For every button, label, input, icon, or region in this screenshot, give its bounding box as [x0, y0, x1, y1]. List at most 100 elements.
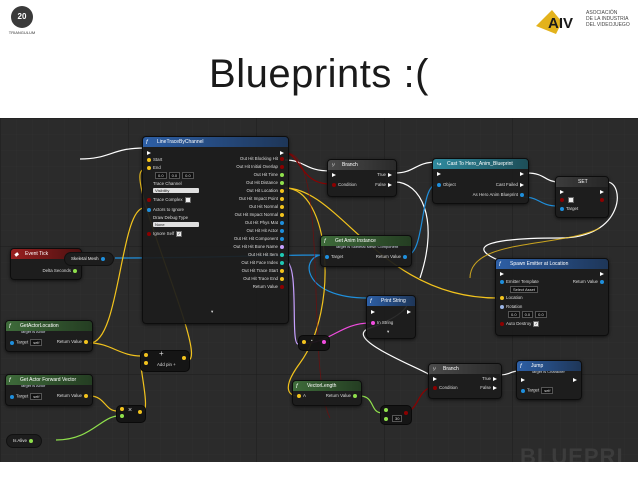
- get-forward-vector-header[interactable]: f Get Actor Forward Vector: [6, 375, 92, 385]
- cast-pin-object[interactable]: Object: [435, 182, 456, 188]
- vector-multiply-node[interactable]: ×: [116, 405, 146, 423]
- spawn-emitter-exec-in[interactable]: [498, 271, 506, 277]
- add-pin-button[interactable]: Add pin +: [157, 362, 176, 367]
- draw-debug-dropdown[interactable]: None: [153, 222, 199, 228]
- out-trace-start[interactable]: Out Hit Trace Start: [242, 268, 286, 274]
- cast-exec-in[interactable]: [435, 171, 443, 177]
- set-exec-in[interactable]: [558, 189, 566, 195]
- get-forward-vector-return[interactable]: Return Value: [57, 393, 90, 399]
- conversion-out[interactable]: [320, 339, 328, 345]
- out-impact-point[interactable]: Out Hit Impact Point: [239, 196, 286, 202]
- cast-failed[interactable]: Cast Failed: [496, 182, 526, 188]
- branch-bottom-node[interactable]: ⑂ Branch Condition True False: [428, 363, 502, 399]
- out-phys-mat[interactable]: Out Hit Phys Mat: [245, 220, 286, 226]
- set-bool-out[interactable]: [598, 197, 606, 203]
- branch-bottom-header[interactable]: ⑂ Branch: [429, 364, 501, 374]
- print-string-header[interactable]: f Print String: [367, 296, 415, 306]
- out-location[interactable]: Out Hit Location: [247, 188, 286, 194]
- bool-var-node[interactable]: Is Alive: [6, 434, 42, 448]
- print-string-exec-in[interactable]: [369, 309, 377, 315]
- event-tick-header[interactable]: ◆ Event Tick: [11, 249, 81, 259]
- line-trace-pin-trace-complex[interactable]: Trace Complex: [145, 197, 191, 203]
- get-actor-location-return[interactable]: Return Value: [57, 339, 90, 345]
- line-trace-exec-in[interactable]: [145, 150, 153, 156]
- out-blocking-hit[interactable]: Out Hit Blocking Hit: [240, 156, 286, 162]
- out-return-value[interactable]: Return Value: [253, 284, 286, 290]
- get-anim-instance-header[interactable]: f Get Anim Instance: [321, 236, 411, 246]
- expand-arrow-icon[interactable]: ▾: [211, 309, 214, 314]
- print-string-exec-out[interactable]: [405, 309, 413, 315]
- branch-bottom-false[interactable]: False: [480, 385, 499, 391]
- compare-out[interactable]: [402, 410, 410, 416]
- set-target[interactable]: Target: [558, 206, 578, 212]
- out-initial-overlap[interactable]: Out Hit Initial Overlap: [236, 164, 286, 170]
- event-tick-delta[interactable]: Delta Seconds: [42, 268, 79, 274]
- spawn-emitter-rotation[interactable]: Rotation: [498, 304, 522, 310]
- out-normal[interactable]: Out Hit Normal: [249, 204, 286, 210]
- cast-header[interactable]: ↪ Cast To Hero_Anim_Blueprint: [433, 159, 528, 169]
- multiply-pin-b[interactable]: [118, 413, 126, 419]
- out-hit-item[interactable]: Out Hit Hit Item: [248, 252, 286, 258]
- jump-exec-out[interactable]: [571, 377, 579, 383]
- cast-as[interactable]: As Hero Anim Blueprint: [473, 192, 526, 198]
- line-trace-pin-end[interactable]: End: [145, 165, 161, 171]
- spawn-emitter-return[interactable]: Return Value: [573, 279, 606, 285]
- out-hit-actor[interactable]: Out Hit Hit Actor: [247, 228, 286, 234]
- trace-channel-dropdown[interactable]: Visibility: [153, 188, 199, 194]
- print-string-in-string[interactable]: In String: [369, 320, 393, 326]
- get-anim-instance-node[interactable]: f Get Anim Instance Target is Skeletal M…: [320, 235, 412, 267]
- line-trace-pin-ignore-self[interactable]: Ignore Self✓: [145, 231, 183, 237]
- branch-top-condition[interactable]: Condition: [330, 182, 357, 188]
- vector-length-node[interactable]: f VectorLength A Return Value: [292, 380, 362, 406]
- branch-bottom-true[interactable]: True: [482, 376, 499, 382]
- line-trace-header[interactable]: f LineTraceByChannel: [143, 137, 288, 147]
- cast-node[interactable]: ↪ Cast To Hero_Anim_Blueprint Object Cas…: [432, 158, 529, 204]
- branch-top-header[interactable]: ⑂ Branch: [328, 160, 396, 170]
- set-exec-out[interactable]: [598, 189, 606, 195]
- out-trace-end[interactable]: Out Hit Trace End: [243, 276, 286, 282]
- get-actor-location-node[interactable]: f GetActorLocation Target is Actor Targe…: [5, 320, 93, 352]
- vector-length-a[interactable]: A: [295, 393, 306, 399]
- spawn-emitter-template-value[interactable]: Select Asset: [508, 286, 539, 293]
- skeletal-mesh-var-node[interactable]: Skeletal Mesh: [64, 252, 114, 266]
- get-actor-location-header[interactable]: f GetActorLocation: [6, 321, 92, 331]
- out-hit-component[interactable]: Out Hit Hit Component: [234, 236, 286, 242]
- set-node[interactable]: SET Target: [555, 176, 609, 218]
- out-bone-name[interactable]: Out Hit Hit Bone Name: [233, 244, 286, 250]
- compare-node[interactable]: 30: [380, 405, 412, 425]
- multiply-out[interactable]: [136, 409, 144, 415]
- compare-pin-b[interactable]: 30: [382, 415, 403, 422]
- get-forward-vector-node[interactable]: f Get Actor Forward Vector Target is Act…: [5, 374, 93, 406]
- set-header[interactable]: SET: [556, 177, 608, 187]
- set-bool-in[interactable]: [558, 197, 574, 203]
- out-distance[interactable]: Out Hit Distance: [246, 180, 286, 186]
- out-impact-normal[interactable]: Out Hit Impact Normal: [235, 212, 286, 218]
- branch-bottom-exec-in[interactable]: [431, 376, 439, 382]
- branch-top-false[interactable]: False: [375, 182, 394, 188]
- branch-top-exec-in[interactable]: [330, 172, 338, 178]
- add-pin-a[interactable]: [142, 352, 150, 358]
- multiply-pin-a[interactable]: [118, 406, 126, 412]
- add-pin-b[interactable]: [142, 360, 150, 366]
- compare-pin-a[interactable]: [382, 407, 390, 413]
- vector-length-header[interactable]: f VectorLength: [293, 381, 361, 391]
- jump-exec-in[interactable]: [519, 377, 527, 383]
- line-trace-pin-actors-ignore[interactable]: Actors to Ignore: [145, 207, 184, 213]
- branch-top-true[interactable]: True: [377, 172, 394, 178]
- expand-arrow-icon[interactable]: ▾: [387, 329, 390, 334]
- out-time[interactable]: Out Hit Time: [254, 172, 286, 178]
- spawn-emitter-header[interactable]: f Spawn Emitter at Location: [496, 259, 608, 269]
- spawn-emitter-location[interactable]: Location: [498, 295, 523, 301]
- vector-add-node[interactable]: + Add pin +: [140, 350, 190, 372]
- cast-exec-out[interactable]: [518, 171, 526, 177]
- jump-header[interactable]: f Jump: [517, 361, 581, 371]
- get-anim-instance-return[interactable]: Return Value: [376, 254, 409, 260]
- add-out[interactable]: [180, 355, 188, 361]
